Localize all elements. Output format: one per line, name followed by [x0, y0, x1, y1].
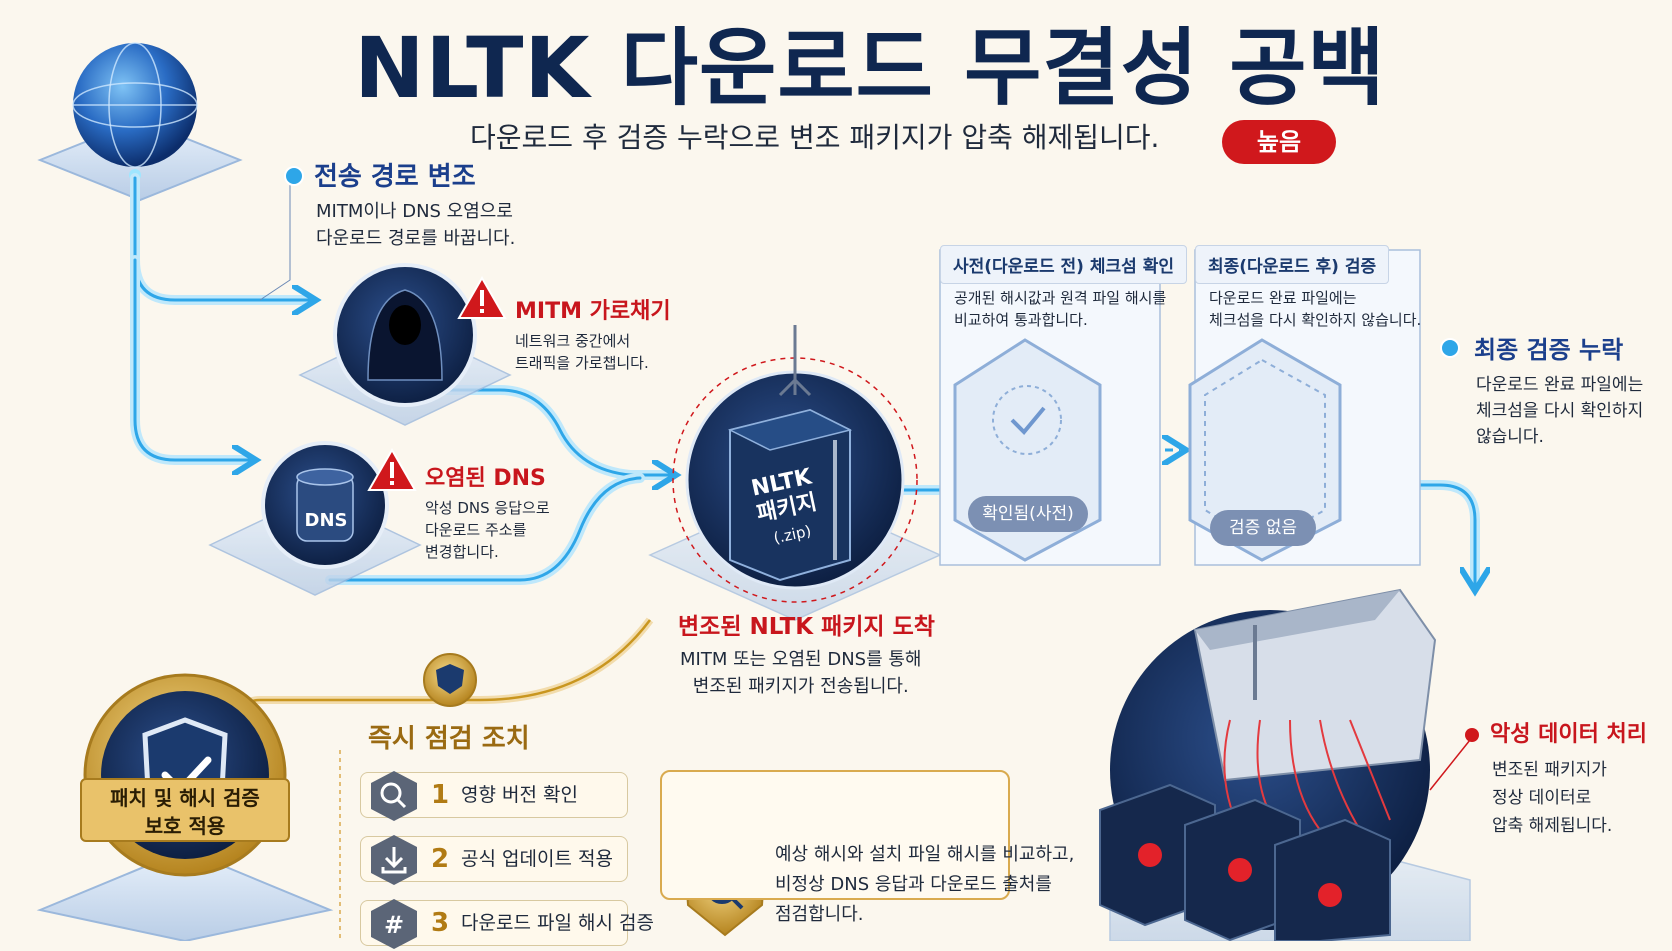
mitm-text: 네트워크 중간에서 트래픽을 가로챕니다.	[515, 332, 649, 372]
warning-icon	[457, 275, 507, 319]
bullet-icon	[284, 166, 304, 186]
step-number: 1	[431, 780, 450, 810]
page-title: NLTK 다운로드 무결성 공백	[354, 19, 1386, 117]
malicious-text: 변조된 패키지가 정상 데이터로 압축 해제됩니다.	[1492, 760, 1613, 836]
dns-heading: 오염된 DNS	[425, 466, 546, 491]
precheck-label: 사전(다운로드 전) 체크섬 확인	[940, 245, 1187, 284]
dns-icon	[208, 441, 422, 596]
dns-icon-label: DNS	[304, 510, 348, 531]
transport-heading: 전송 경로 변조	[314, 162, 476, 192]
action-step-1[interactable]: 1 영향 버전 확인	[360, 771, 628, 821]
step-label: 공식 업데이트 적용	[461, 848, 613, 870]
leader-line	[259, 180, 291, 301]
postcheck-label: 최종(다운로드 후) 검증	[1195, 245, 1390, 284]
inspection-text: 예상 해시와 설치 파일 해시를 비교하고, 비정상 DNS 응답과 다운로드 …	[775, 844, 1075, 925]
precheck-status: 확인됨(사전)	[968, 496, 1088, 532]
final-missing-text: 다운로드 완료 파일에는 체크섬을 다시 확인하지 않습니다.	[1476, 375, 1644, 447]
package-icon	[648, 325, 942, 621]
svg-text:#: #	[384, 911, 404, 939]
mitm-heading: MITM 가로채기	[515, 299, 671, 324]
leader-line	[1429, 739, 1471, 791]
malicious-package-illustration	[1099, 588, 1471, 941]
shield-icon	[423, 653, 477, 707]
bullet-icon	[1440, 338, 1460, 358]
precheck-text: 공개된 해시값과 원격 파일 해시를 비교하여 통과합니다.	[954, 289, 1167, 329]
download-icon	[371, 835, 417, 885]
action-step-2[interactable]: 2 공식 업데이트 적용	[360, 835, 628, 885]
malicious-bullet	[1465, 728, 1479, 742]
final-missing-heading: 최종 검증 누락	[1474, 336, 1624, 364]
postcheck-status: 검증 없음	[1210, 510, 1316, 546]
hash-icon: #	[371, 899, 417, 949]
action-step-3[interactable]: # 3 다운로드 파일 해시 검증	[360, 899, 654, 949]
step-label: 다운로드 파일 해시 검증	[461, 912, 654, 934]
protection-label: 패치 및 해시 검증 보호 적용	[80, 778, 290, 842]
step-number: 2	[431, 844, 450, 874]
step-label: 영향 버전 확인	[461, 784, 578, 806]
dns-text: 악성 DNS 응답으로 다운로드 주소를 변경합니다.	[425, 499, 550, 561]
actions-heading: 즉시 점검 조치	[368, 724, 530, 754]
hacker-icon	[298, 263, 512, 426]
globe-icon	[37, 42, 243, 202]
search-icon	[371, 771, 417, 821]
flow-lines	[130, 173, 1475, 585]
warning-icon	[367, 447, 417, 491]
postcheck-text: 다운로드 완료 파일에는 체크섬을 다시 확인하지 않습니다.	[1209, 289, 1422, 329]
malicious-heading: 악성 데이터 처리	[1490, 722, 1647, 747]
severity-badge: 높음	[1222, 120, 1336, 164]
inspection-box	[660, 770, 1010, 900]
page-subtitle: 다운로드 후 검증 누락으로 변조 패키지가 압축 해제됩니다.	[470, 121, 1160, 154]
package-text: MITM 또는 오염된 DNS를 통해 변조된 패키지가 전송됩니다.	[680, 649, 922, 697]
transport-text: MITM이나 DNS 오염으로 다운로드 경로를 바꿉니다.	[316, 201, 516, 249]
step-number: 3	[431, 908, 450, 938]
package-heading: 변조된 NLTK 패키지 도착	[678, 614, 935, 640]
